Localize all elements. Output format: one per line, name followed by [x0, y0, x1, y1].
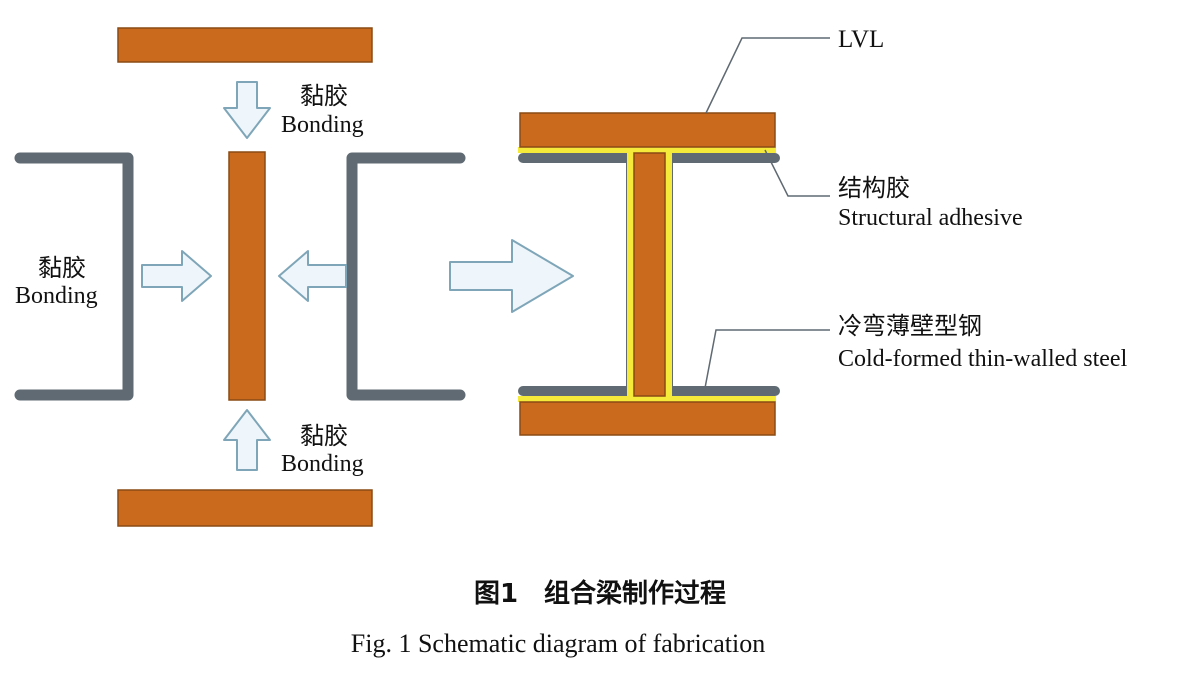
label-steel-cn: 冷弯薄壁型钢 — [838, 312, 982, 340]
steel-channel-right — [346, 152, 466, 401]
bonding-top-en: Bonding — [281, 112, 364, 138]
adhesive-bottom-layer — [518, 396, 776, 402]
assembled-steel-right — [663, 153, 780, 396]
assembled-lvl-web — [633, 152, 666, 397]
bonding-left-cn: 黏胶 — [38, 254, 86, 282]
label-adhesive-cn: 结构胶 — [838, 174, 910, 202]
leader-adhesive — [764, 149, 830, 197]
label-adhesive-en: Structural adhesive — [838, 205, 1023, 231]
leader-lvl — [705, 37, 830, 114]
bonding-bottom-en: Bonding — [281, 451, 364, 477]
lvl-bottom-flange — [117, 489, 373, 527]
leader-steel — [704, 329, 830, 389]
arrow-result-icon — [449, 239, 574, 313]
caption-cn: 图1 组合梁制作过程 — [474, 578, 726, 609]
lvl-web — [228, 151, 266, 401]
arrow-down-icon — [223, 81, 271, 139]
bonding-left-en: Bonding — [15, 283, 98, 309]
steel-channel-left — [14, 152, 134, 401]
bonding-bottom-cn: 黏胶 — [300, 422, 348, 450]
caption-en: Fig. 1 Schematic diagram of fabrication — [351, 629, 765, 658]
arrow-up-icon — [223, 409, 271, 471]
assembled-lvl-top — [519, 112, 776, 148]
assembled-lvl-bottom — [519, 401, 776, 436]
label-steel-en: Cold-formed thin-walled steel — [838, 346, 1128, 372]
adhesive-top-layer — [518, 147, 776, 153]
bonding-top-cn: 黏胶 — [300, 82, 348, 110]
lvl-top-flange — [117, 27, 373, 63]
arrow-right-icon — [141, 250, 212, 302]
label-lvl: LVL — [838, 26, 884, 53]
arrow-left-icon — [278, 250, 347, 302]
